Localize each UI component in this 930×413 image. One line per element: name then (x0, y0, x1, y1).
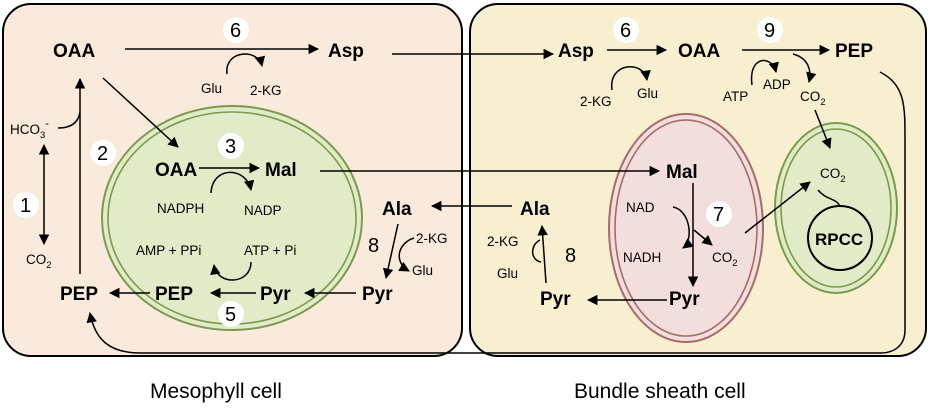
step-2: 2 (97, 143, 108, 165)
curve-2kg-glu-6-bun (611, 66, 651, 91)
curve-hco3 (57, 111, 81, 129)
curve-co2-rpcc (817, 189, 841, 207)
chl-pyr: Pyr (260, 284, 291, 305)
mitochondrion-inner (614, 119, 758, 337)
mito-mal: Mal (666, 162, 698, 183)
chl-oaa: OAA (155, 160, 198, 181)
bun-adp: ADP (763, 77, 791, 92)
rpcc-label: RPCC (815, 230, 863, 249)
mes-oaa: OAA (53, 41, 96, 62)
curve-atp-adp (750, 59, 779, 86)
mito-nad: NAD (626, 200, 655, 215)
arrow-mal-to-co2-mito (693, 229, 713, 246)
curve-nadph-nadp (210, 171, 255, 194)
step-3: 3 (225, 136, 236, 158)
mes-glu-6: Glu (201, 81, 222, 96)
mito-pyr: Pyr (669, 289, 700, 310)
step-8b: 8 (565, 245, 576, 267)
mes-2kg-6: 2-KG (250, 83, 282, 98)
curve-2kg-glu-8-mes (398, 237, 415, 272)
mes-glu-8: Glu (412, 263, 433, 278)
mes-pep: PEP (60, 284, 98, 305)
mes-asp: Asp (328, 41, 364, 62)
chl-atp-pi: ATP + Pi (244, 243, 296, 258)
bun-co2: CO2 (800, 89, 826, 108)
curve-atp-amp (210, 261, 252, 281)
step-8a: 8 (368, 235, 379, 257)
chl-nadp: NADP (244, 203, 282, 218)
step-6b: 6 (620, 20, 631, 42)
arrow-ala-to-pyr (382, 223, 399, 280)
curve-glu-2kg-6 (226, 53, 266, 75)
bun-2kg-8: 2-KG (487, 234, 519, 249)
bun-oaa: OAA (678, 41, 721, 62)
bun-pep: PEP (835, 41, 873, 62)
arrow-co2-to-chloroplast (744, 181, 811, 234)
curve-nad-nadh (672, 206, 694, 249)
arrow-oaa-to-chloroplast (102, 77, 179, 148)
arrow-pep-return (86, 71, 906, 354)
step-7: 7 (713, 204, 724, 226)
bun-glu-6: Glu (637, 86, 658, 101)
arrow-co2-into-chloroplast (814, 109, 832, 149)
curve-2kg-glu-8-bun (531, 239, 542, 263)
curve-oaa-co2 (792, 53, 817, 84)
mito-co2: CO2 (712, 250, 738, 269)
chl-amp-ppi: AMP + PPi (136, 243, 201, 258)
chl-pep: PEP (155, 284, 193, 305)
bun-atp: ATP (723, 89, 748, 104)
caption-mesophyll: Mesophyll cell (150, 380, 282, 403)
arrow-pyr-to-ala (537, 224, 548, 284)
chl-nadph: NADPH (157, 201, 204, 216)
step-circles (13, 17, 783, 327)
bundle-chloroplast-inner (780, 128, 892, 288)
step-6a: 6 (230, 20, 241, 42)
bun-2kg-6: 2-KG (580, 94, 612, 109)
bun-ala: Ala (520, 199, 550, 220)
bun-asp: Asp (558, 41, 594, 62)
chl-mal: Mal (265, 160, 297, 181)
caption-bundle-sheath: Bundle sheath cell (574, 380, 746, 403)
bundle-chloroplast-outer (774, 122, 898, 294)
mes-ala: Ala (382, 199, 412, 220)
mes-2kg-8: 2-KG (416, 231, 448, 246)
chl-bun-co2: CO2 (820, 166, 846, 185)
mesophyll-chloroplast-outer (101, 105, 363, 331)
mes-pyr: Pyr (362, 284, 393, 305)
step-5: 5 (225, 304, 236, 326)
bun-glu-8: Glu (497, 266, 518, 281)
bun-pyr: Pyr (540, 289, 571, 310)
mes-hco3: HCO3- (10, 118, 49, 141)
mito-nadh: NADH (623, 250, 661, 265)
step-9: 9 (764, 20, 775, 42)
mes-co2: CO2 (26, 252, 52, 271)
step-1: 1 (20, 195, 31, 217)
